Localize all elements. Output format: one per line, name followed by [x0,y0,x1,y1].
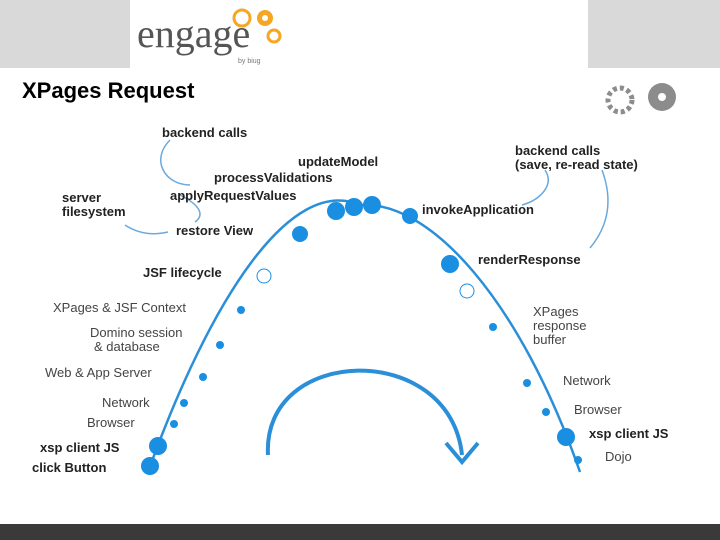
node-right-browser [542,408,550,416]
node-xsp-client-js [149,437,167,455]
label-filesystem: filesystem [62,204,126,219]
label-click-button: click Button [32,460,106,475]
node-network [180,399,188,407]
label-xpages-response-3: buffer [533,332,567,347]
label-dojo: Dojo [605,449,632,464]
node-process-validations [345,198,363,216]
label-restore-view: restore View [176,223,254,238]
label-web-app-server: Web & App Server [45,365,152,380]
node-web-app-server [199,373,207,381]
label-browser-left: Browser [87,415,135,430]
backend-calls-connector-left [160,139,191,186]
label-xsp-client-js-left: xsp client JS [40,440,120,455]
node-right-xsp-client-js [557,428,575,446]
label-database: & database [94,339,160,354]
header-left-panel [0,0,130,68]
node-update-model [363,196,381,214]
logo-gear-icon [232,8,282,44]
label-browser-right: Browser [574,402,622,417]
node-browser [170,420,178,428]
label-xsp-client-js-right: xsp client JS [589,426,669,441]
node-jsf-lifecycle [256,268,272,284]
flow-arrow [265,368,464,456]
slide-title: XPages Request [22,78,195,103]
label-render-response: renderResponse [478,252,581,267]
flow-arrowhead [444,441,480,466]
label-invoke-application: invokeApplication [422,202,534,217]
label-backend-calls-left: backend calls [162,125,247,140]
label-backend-calls-detail: (save, re-read state) [515,157,638,172]
label-backend-calls-right: backend calls [515,143,600,158]
label-xpages-response-1: XPages [533,304,579,319]
header-right-panel [588,0,720,68]
node-render-response [441,255,459,273]
label-domino-session: Domino session [90,325,183,340]
node-right-network [523,379,531,387]
backend-calls-connector-right [521,169,549,206]
node-xpages-context [237,306,245,314]
logo-subtitle: by biug [238,58,261,65]
footer-bar [0,524,720,540]
restore-view-connector [124,224,169,235]
label-xpages-jsf-context: XPages & JSF Context [53,300,186,315]
node-click-button [141,457,159,475]
gear-icon [605,83,676,115]
node-apply-request-values [327,202,345,220]
node-domino-session [216,341,224,349]
label-network-right: Network [563,373,611,388]
node-invoke-application [402,208,418,224]
label-xpages-response-2: response [533,318,586,333]
label-server: server [62,190,101,205]
node-response-transition [459,283,475,299]
label-update-model: updateModel [298,154,378,169]
node-dojo [574,456,582,464]
node-xpages-response-buffer [489,323,497,331]
filesystem-connector [179,194,201,223]
label-network-left: Network [102,395,150,410]
label-jsf-lifecycle: JSF lifecycle [143,265,222,280]
label-apply-request-values: applyRequestValues [170,188,296,203]
label-process-validations: processValidations [214,170,333,185]
node-restore-view [292,226,308,242]
lifecycle-curve [146,199,582,473]
render-response-connector [589,169,609,249]
engage-logo: engage [137,11,251,56]
